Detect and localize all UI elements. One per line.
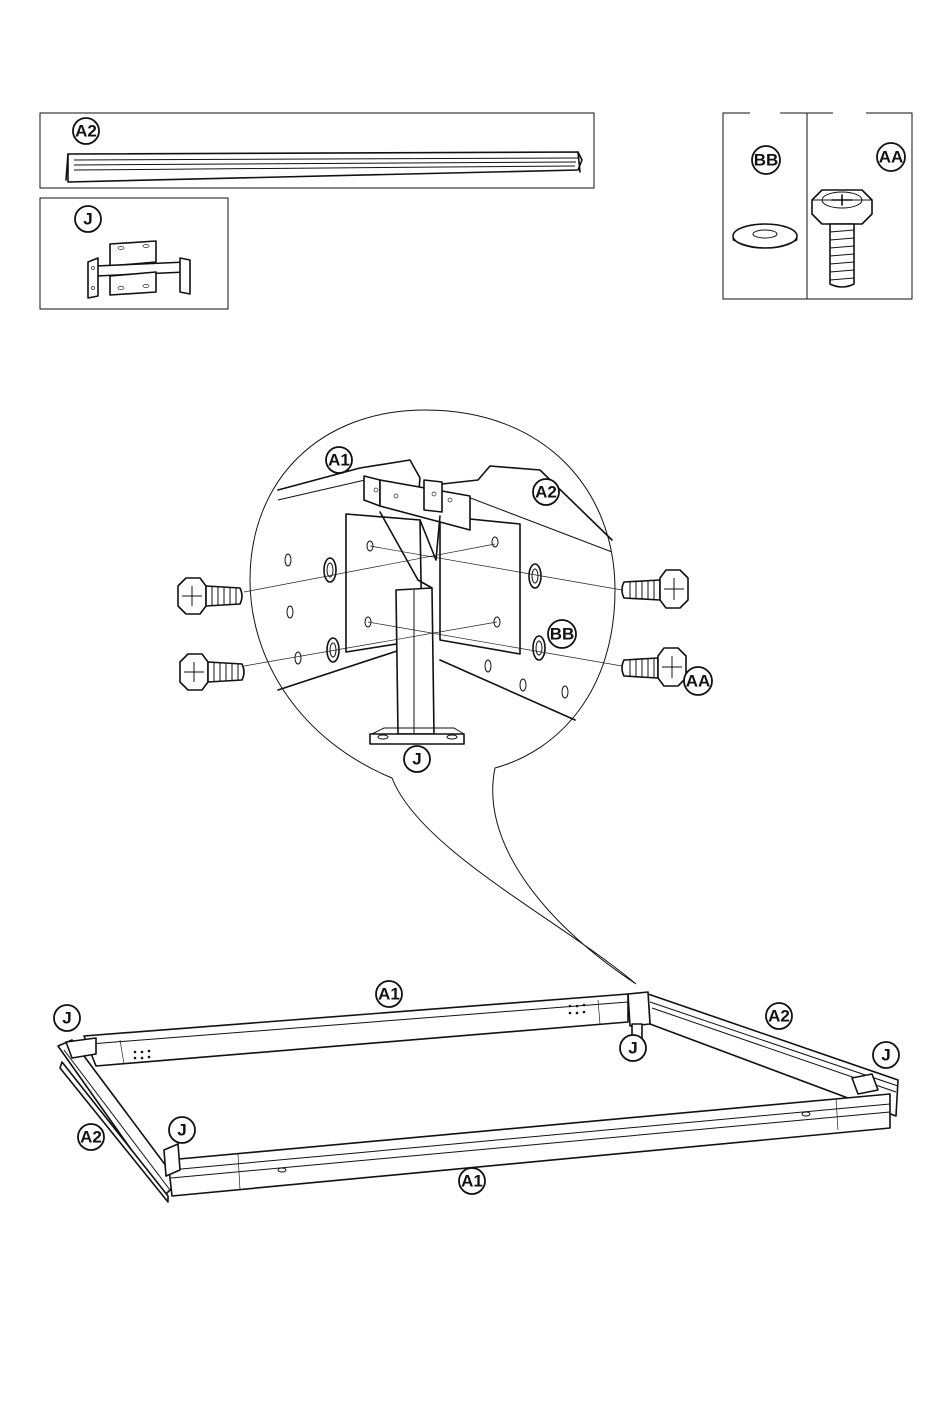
label-aa-detail: AA xyxy=(684,667,712,695)
label-a2-frame-right: A2 xyxy=(766,1003,792,1029)
detail-bolt-right-bottom xyxy=(622,648,686,686)
label-j-frame-front-left: J xyxy=(169,1117,195,1143)
label-j-part-text: J xyxy=(83,210,92,229)
label-aa-part-text: AA xyxy=(879,148,904,167)
label-aa-detail-text: AA xyxy=(686,672,711,691)
label-bb-part: BB xyxy=(752,146,780,174)
rail-a2-illustration xyxy=(66,152,582,182)
bracket-j-illustration xyxy=(88,241,190,298)
detail-bracket-j xyxy=(346,476,520,744)
label-bb-part-text: BB xyxy=(754,151,779,170)
label-bb-detail-text: BB xyxy=(550,625,575,644)
bolt-aa-illustration xyxy=(812,190,872,287)
label-j-detail-text: J xyxy=(412,750,421,769)
label-j-frame-back-left-text: J xyxy=(62,1009,71,1028)
label-a2-part-text: A2 xyxy=(75,122,97,141)
detail-bolt-right-top xyxy=(622,570,688,608)
label-j-frame-back-right: J xyxy=(620,1035,646,1061)
label-j-frame-front-right-text: J xyxy=(881,1046,890,1065)
label-a2-frame-right-text: A2 xyxy=(768,1007,790,1026)
frame-beam-a1-back xyxy=(84,994,628,1066)
label-j-part: J xyxy=(75,206,101,232)
label-a2-detail-text: A2 xyxy=(535,483,557,502)
label-a2-frame-left: A2 xyxy=(78,1124,104,1150)
label-j-frame-front-left-text: J xyxy=(177,1121,186,1140)
part-box-j xyxy=(40,198,228,309)
hardware-box xyxy=(723,113,912,299)
frame-beam-a1-front xyxy=(168,1094,890,1196)
label-a1-frame-front: A1 xyxy=(459,1168,485,1194)
label-a1-frame-front-text: A1 xyxy=(461,1172,483,1191)
label-a2-detail: A2 xyxy=(533,479,559,505)
label-j-frame-front-right: J xyxy=(873,1042,899,1068)
bracket-j-front-left xyxy=(164,1144,180,1176)
label-a2-part: A2 xyxy=(73,118,99,144)
label-aa-part: AA xyxy=(877,143,905,171)
washer-bb-illustration xyxy=(733,224,797,248)
bracket-j-back-right xyxy=(628,992,650,1026)
detail-bolt-left-bottom xyxy=(180,654,244,690)
label-a1-detail-text: A1 xyxy=(328,451,350,470)
label-a1-frame-back: A1 xyxy=(376,981,402,1007)
label-j-detail: J xyxy=(404,746,430,772)
detail-magnifier xyxy=(178,410,688,984)
label-j-frame-back-left: J xyxy=(54,1005,80,1031)
label-j-frame-back-right-text: J xyxy=(628,1039,637,1058)
part-box-a2 xyxy=(40,113,594,188)
label-bb-detail: BB xyxy=(548,620,576,648)
label-a2-frame-left-text: A2 xyxy=(80,1128,102,1147)
bracket-j-back-left xyxy=(66,1038,96,1058)
washer-bb-detail xyxy=(533,636,545,660)
label-a1-frame-back-text: A1 xyxy=(378,985,400,1004)
detail-bolt-left-top xyxy=(178,578,242,614)
label-a1-detail: A1 xyxy=(326,447,352,473)
